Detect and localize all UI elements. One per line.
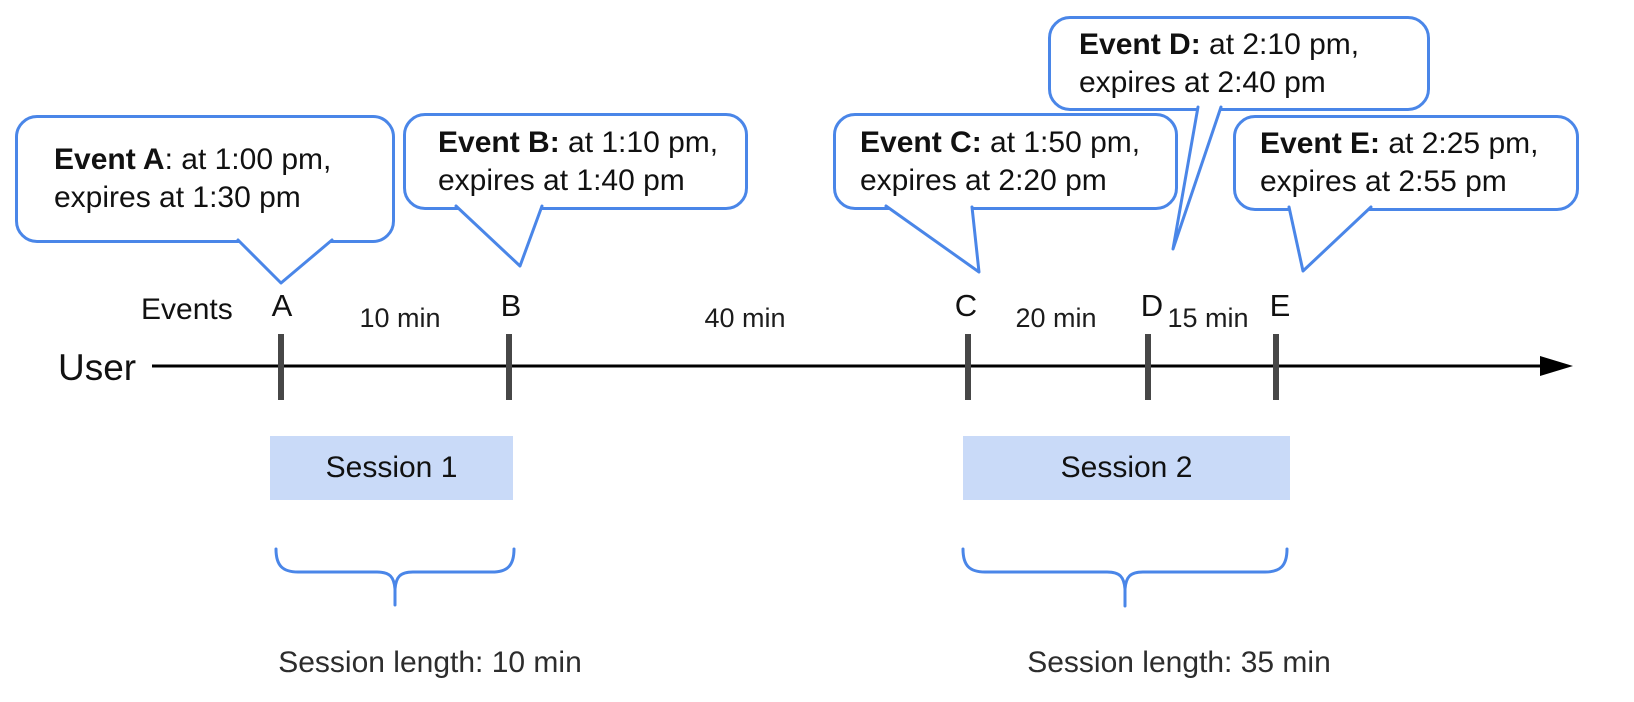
event-e-bubble-tail <box>1287 205 1373 273</box>
event-a-tick <box>278 334 284 400</box>
event-d-line1: at 2:10 pm, <box>1200 27 1360 61</box>
event-e-bold: Event E: <box>1260 127 1381 160</box>
event-b-bold: Event B: <box>438 125 560 159</box>
event-d-label: D <box>1140 288 1164 323</box>
event-d-bubble: Event D: at 2:10 pm, expires at 2:40 pm <box>1048 16 1430 111</box>
timeline-arrowhead-icon <box>1540 356 1573 376</box>
session-2-label: Session 2 <box>1060 451 1193 484</box>
event-d-line2: expires at 2:40 pm <box>1079 65 1326 99</box>
interval-b-c-label: 40 min <box>704 303 786 333</box>
event-c-bubble-tail <box>884 204 981 274</box>
event-a-bubble-tail <box>236 238 334 285</box>
event-a-bubble: Event A: at 1:00 pm, expires at 1:30 pm <box>15 115 395 243</box>
session-2-box: Session 2 <box>963 436 1290 500</box>
event-b-label: B <box>500 288 522 323</box>
event-b-bubble-tail <box>454 204 544 268</box>
event-e-line2: expires at 2:55 pm <box>1260 165 1507 198</box>
session-1-length-label: Session length: 10 min <box>278 646 582 679</box>
event-c-bold: Event C: <box>860 125 982 159</box>
event-c-label: C <box>954 288 978 323</box>
event-a-bubble-text: Event A: at 1:00 pm, expires at 1:30 pm <box>54 141 392 217</box>
event-e-tick <box>1273 334 1279 400</box>
events-axis-label: Events <box>141 293 233 326</box>
session-2-brace <box>961 547 1289 608</box>
event-e-label: E <box>1269 288 1291 323</box>
session-2-length-label: Session length: 35 min <box>1027 646 1331 679</box>
event-c-line2: expires at 2:20 pm <box>860 163 1107 197</box>
event-d-bubble-tail <box>1171 105 1223 251</box>
session-1-label: Session 1 <box>325 451 458 484</box>
interval-a-b-label: 10 min <box>359 303 441 333</box>
user-axis-label: User <box>58 347 137 388</box>
event-e-bubble-text: Event E: at 2:25 pm, expires at 2:55 pm <box>1260 125 1576 201</box>
event-a-line2: expires at 1:30 pm <box>54 181 301 214</box>
session-1-box: Session 1 <box>270 436 513 500</box>
event-d-bubble-text: Event D: at 2:10 pm, expires at 2:40 pm <box>1079 26 1427 102</box>
event-b-line2: expires at 1:40 pm <box>438 163 685 197</box>
session-1-brace <box>274 547 516 607</box>
event-e-bubble: Event E: at 2:25 pm, expires at 2:55 pm <box>1233 115 1579 211</box>
event-c-line1: at 1:50 pm, <box>981 125 1141 159</box>
interval-d-e-label: 15 min <box>1167 303 1249 333</box>
event-a-bold: Event A <box>54 143 165 176</box>
event-d-tick <box>1145 334 1151 400</box>
event-e-line1: at 2:25 pm, <box>1380 127 1539 160</box>
interval-c-d-label: 20 min <box>1015 303 1097 333</box>
event-c-bubble-text: Event C: at 1:50 pm, expires at 2:20 pm <box>860 124 1175 200</box>
event-a-line1: : at 1:00 pm, <box>164 143 332 176</box>
event-c-bubble: Event C: at 1:50 pm, expires at 2:20 pm <box>833 113 1178 210</box>
event-d-bold: Event D: <box>1079 27 1201 61</box>
event-c-tick <box>965 334 971 400</box>
event-b-bubble-text: Event B: at 1:10 pm, expires at 1:40 pm <box>438 124 745 200</box>
event-b-tick <box>506 334 512 400</box>
event-b-bubble: Event B: at 1:10 pm, expires at 1:40 pm <box>403 113 748 210</box>
event-a-label: A <box>271 288 293 323</box>
event-b-line1: at 1:10 pm, <box>559 125 719 159</box>
